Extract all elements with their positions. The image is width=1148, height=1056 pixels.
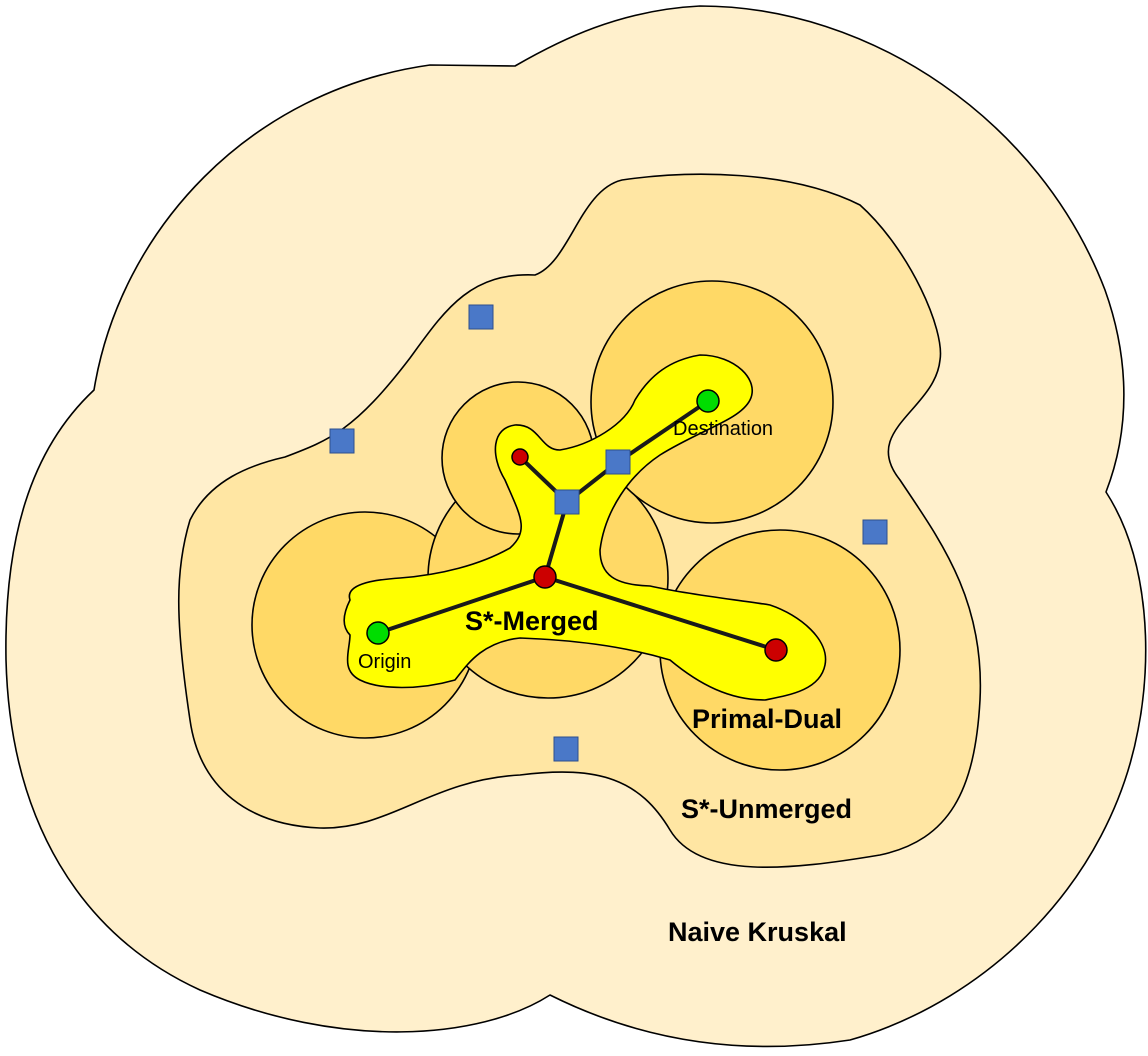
destination-terminal bbox=[696, 389, 720, 413]
s-merged-label: S*-Merged bbox=[465, 606, 599, 636]
origin-label: Origin bbox=[358, 651, 411, 673]
destination-label: Destination bbox=[673, 418, 773, 440]
steiner-candidate-squares bbox=[329, 304, 888, 762]
edge-center-right bbox=[543, 575, 778, 652]
steiner-node-center bbox=[533, 565, 557, 589]
steiner-node-left bbox=[511, 448, 529, 466]
steiner-red-nodes bbox=[511, 448, 788, 662]
steiner-square bbox=[468, 304, 494, 330]
origin-terminal bbox=[366, 621, 390, 645]
steiner-square bbox=[553, 736, 579, 762]
s-unmerged-label: S*-Unmerged bbox=[681, 794, 852, 824]
edge-mid-destination bbox=[616, 399, 710, 464]
terminals bbox=[366, 389, 720, 645]
steiner-square bbox=[329, 428, 355, 454]
steiner-node-right bbox=[764, 638, 788, 662]
naive-kruskal-label: Naive Kruskal bbox=[668, 917, 847, 947]
edge-origin-center bbox=[376, 575, 547, 635]
steiner-square-tree bbox=[554, 489, 580, 515]
s-merged-region bbox=[343, 354, 827, 701]
steiner-square-tree bbox=[605, 449, 631, 475]
steiner-square bbox=[862, 519, 888, 545]
primal-dual-label: Primal-Dual bbox=[692, 704, 842, 734]
